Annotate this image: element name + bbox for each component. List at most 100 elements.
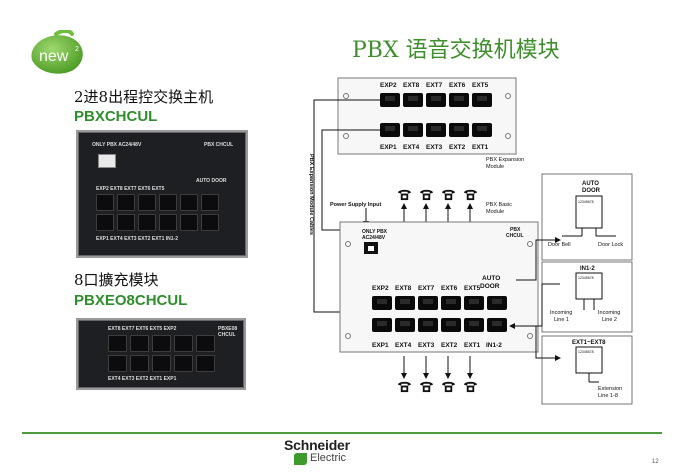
jack [108,335,127,352]
photo1-auto-door: AUTO DOOR [196,178,227,184]
jack [117,214,135,231]
jack [180,214,198,231]
main-top-label: EXT6 [441,285,458,292]
exp-bottom-label: EXT3 [426,144,443,151]
pbx-chcul-label-2: CHCUL [506,233,524,239]
basic-module-label-2: Module [486,209,504,215]
pbx-chcul-label: PBX [510,227,521,233]
jack [152,355,171,372]
main-top-label: EXP2 [372,285,389,292]
jack [130,335,149,352]
basic-module-label: PBX Basic [486,202,512,208]
door-bell-label: Door Bell [548,242,571,248]
right-door-label: DOOR [582,188,601,194]
jack [180,194,198,211]
brand-name: Schneider [284,437,350,453]
jack [159,214,177,231]
jack [96,194,114,211]
main-bottom-label: EXP1 [372,342,389,349]
incoming2-label: Incoming [598,310,620,316]
exp-top-label: EXT7 [426,82,443,89]
in12-label: IN1-2 [580,266,595,272]
pin-digits-3: 12345678 [578,350,594,354]
new-badge: new 2 [31,30,83,74]
main-top-label: EXT7 [418,285,435,292]
wiring-diagram: EXP2 EXT8 EXT7 EXT6 EXT5 EXP1 EXT4 EXT3 … [308,77,633,405]
jack [96,214,114,231]
exp-bottom-label: EXT2 [449,144,466,151]
jack [108,355,127,372]
main-auto-label: AUTO [482,275,500,282]
jack [130,355,149,372]
jack [174,355,193,372]
svg-text:2: 2 [75,46,79,53]
footer-divider [22,432,662,434]
jack [201,194,219,211]
product1-photo: ONLY PBX AC24/48V PBX CHCUL AUTO DOOR EX… [76,130,248,258]
right-auto-label: AUTO [582,181,599,187]
incoming1-label: Incoming [550,310,572,316]
ext1-8-label: EXT1~EXT8 [572,340,606,346]
auto-door-panel [541,173,633,261]
only-pbx-label: ONLY PBX [362,229,388,235]
photo1-top-row-label: EXP2 EXT8 EXT7 EXT6 EXT5 [96,186,165,192]
basic-module-box [339,221,539,353]
photo2-jack-grid [108,335,215,372]
photo1-jack-grid [96,194,219,231]
main-bottom-label: IN1-2 [486,342,502,349]
new-badge-text: new [39,48,69,65]
product1-name: 2进8出程控交换主机 [74,88,214,106]
product2-photo: EXT8 EXT7 EXT6 EXT5 EXP2 PBXE08 CHCUL EX… [76,318,246,390]
exp-bottom-label: EXP1 [380,144,397,151]
cables-label: PBX Expansion Module Cables [308,154,314,235]
jack [196,355,215,372]
photo2-pbxe-chcul: PBXE08 CHCUL [218,326,238,338]
jack [196,335,215,352]
extension-label-2: Line 1-8 [598,393,618,399]
product2-name: 8口擴充模块 [74,271,159,289]
slide-title: PBX 语音交换机模块 [352,38,560,63]
product2-code: PBXEO8CHCUL [74,292,188,309]
exp-top-label: EXP2 [380,82,397,89]
main-top-label: EXT5 [464,285,481,292]
schneider-logo: Schneider Electric [284,437,364,467]
pin-digits-2: 12345678 [578,276,594,280]
exp-bottom-label: EXT4 [403,144,420,151]
power-label: Power Supply Input [330,202,382,208]
exp-top-label: EXT6 [449,82,466,89]
main-bottom-label: EXT1 [464,342,481,349]
jack [174,335,193,352]
only-pbx-label-2: AC24/48V [362,235,386,241]
photo2-top-row-label: EXT8 EXT7 EXT6 EXT5 EXP2 [108,326,177,332]
jack [138,214,156,231]
incoming2-label-2: Line 2 [602,317,617,323]
jack [117,194,135,211]
pin-digits: 12345678 [578,200,594,204]
page-number: 12 [652,459,659,465]
jack [201,214,219,231]
photo1-usb-port [98,154,116,168]
photo1-bottom-row-label: EXP1 EXT4 EXT3 EXT2 EXT1 IN1-2 [96,236,178,242]
extension-label: Extension [598,386,622,392]
brand-mark-icon [294,453,307,465]
door-lock-label: Door Lock [598,242,623,248]
main-bottom-label: EXT3 [418,342,435,349]
expansion-module-box [337,77,517,155]
jack [138,194,156,211]
exp-module-label: PBX Expansion [486,157,524,163]
exp-top-label: EXT8 [403,82,420,89]
incoming1-label-2: Line 1 [554,317,569,323]
exp-module-label-2: Module [486,164,504,170]
jack [159,194,177,211]
main-door-label: DOOR [480,283,500,290]
exp-bottom-label: EXT1 [472,144,489,151]
product1-code: PBXCHCUL [74,108,158,125]
phone-icons-bottom [398,381,477,393]
main-bottom-label: EXT4 [395,342,412,349]
ext-panel [541,335,633,405]
main-bottom-label: EXT2 [441,342,458,349]
jack [152,335,171,352]
brand-name-2: Electric [310,452,347,464]
main-top-label: EXT8 [395,285,412,292]
photo1-only-pbx: ONLY PBX AC24/48V [92,142,142,148]
